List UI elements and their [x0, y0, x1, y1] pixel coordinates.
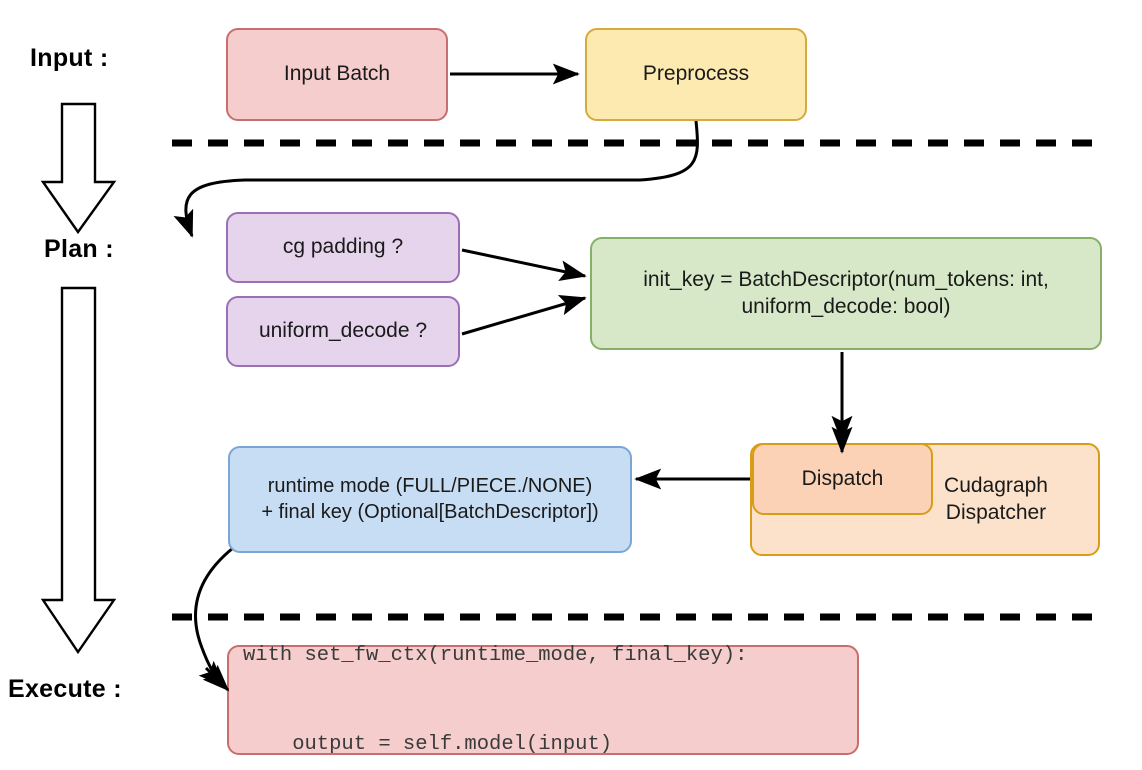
node-cudagraph-dispatcher-line2: Dispatcher	[945, 500, 1047, 524]
node-uniform-decode[interactable]: uniform_decode ?	[226, 296, 460, 367]
stage-label-plan: Plan :	[44, 235, 114, 263]
arrow-uniform-decode-to-init-key	[461, 295, 587, 336]
node-runtime-mode[interactable]: runtime mode (FULL/PIECE./NONE) + final …	[228, 446, 632, 553]
node-dispatch[interactable]: Dispatch	[752, 443, 933, 515]
node-cg-padding[interactable]: cg padding ?	[226, 212, 460, 283]
node-code-block-line1: with set_fw_ctx(runtime_mode, final_key)…	[243, 643, 748, 667]
node-init-key-line1: init_key = BatchDescriptor(num_tokens: i…	[643, 267, 1049, 291]
input-to-plan-block-arrow	[40, 102, 117, 235]
node-code-block[interactable]: with set_fw_ctx(runtime_mode, final_key)…	[227, 644, 859, 756]
node-preprocess[interactable]: Preprocess	[585, 28, 807, 121]
node-input-batch[interactable]: Input Batch	[226, 28, 448, 121]
arrow-cg-padding-to-init-key	[461, 248, 587, 282]
node-init-key-line2: uniform_decode: bool)	[741, 294, 951, 318]
node-cudagraph-dispatcher-line1: Cudagraph	[944, 473, 1048, 497]
node-runtime-mode-line1: runtime mode (FULL/PIECE./NONE)	[267, 474, 593, 497]
node-runtime-mode-line2: + final key (Optional[BatchDescriptor])	[261, 500, 599, 523]
node-code-block-line2: output = self.model(input)	[243, 732, 613, 756]
arrowhead-into-code-block	[202, 664, 230, 692]
stage-label-input: Input :	[30, 44, 109, 72]
node-init-key[interactable]: init_key = BatchDescriptor(num_tokens: i…	[590, 237, 1102, 350]
stage-label-execute: Execute :	[8, 675, 122, 703]
plan-to-execute-block-arrow	[40, 286, 117, 655]
